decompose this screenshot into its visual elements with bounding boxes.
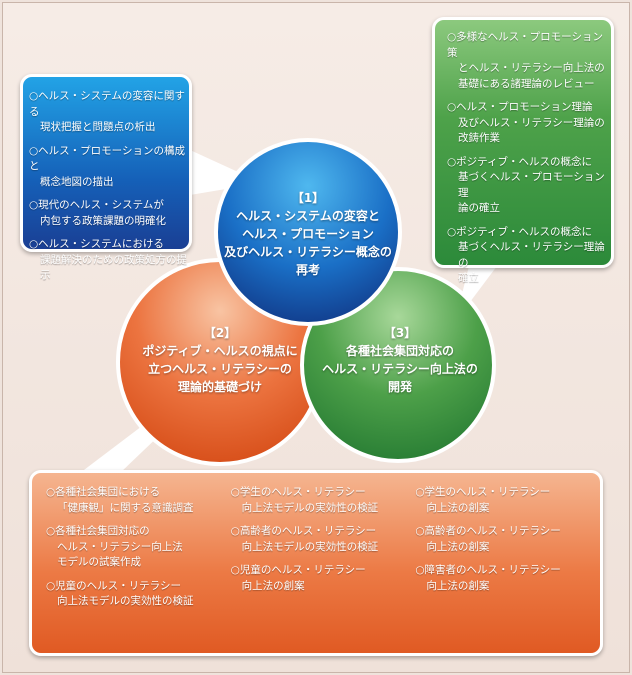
list-item-line: ○学生のヘルス・リテラシー [415, 486, 551, 498]
list-item-line: ○児童のヘルス・リテラシー [230, 564, 366, 576]
list-item-line: ○ヘルス・システムにおける [29, 238, 164, 250]
list-item-line: ○現代のヘルス・システムが [29, 199, 164, 211]
list-item: ○高齢者のヘルス・リテラシー向上法の創案 [415, 524, 600, 555]
list-item-line: 現状把握と問題点の析出 [40, 121, 156, 133]
circle-line: ポジティブ・ヘルスの視点に [142, 344, 298, 358]
circle-line: 各種社会集団対応の [345, 344, 454, 358]
list-item: ○ヘルス・システムにおける課題解決のための政策処方の提示 [29, 237, 189, 284]
circle-number: 【2】 [203, 326, 237, 340]
list-item-line: ○ポジティブ・ヘルスの概念に [447, 225, 593, 238]
list-item-line: 確立 [458, 272, 479, 284]
circle-number: 【1】 [291, 191, 325, 205]
circle-line: ヘルス・プロモーション [242, 227, 374, 241]
list-item-line: ○各種社会集団における [46, 486, 161, 498]
circle-line: ヘルス・リテラシー向上法の [322, 362, 478, 376]
list-item-line: 向上法モデルの実効性の検証 [241, 501, 379, 514]
list-item-line: 向上法モデルの実効性の検証 [57, 595, 194, 607]
list-item: ○多様なヘルス・プロモーション策とヘルス・リテラシー向上法の基礎にある諸理論のレ… [447, 30, 607, 92]
circle-1-label: 【1】 ヘルス・システムの変容と ヘルス・プロモーション 及びヘルス・リテラシー… [218, 189, 398, 279]
orange-column: ○各種社会集団における「健康観」に関する意識調査 ○各種社会集団対応のヘルス・リテ… [46, 485, 231, 653]
list-item-line: ○高齢者のヘルス・リテラシー [415, 525, 561, 537]
list-item-line: とヘルス・リテラシー向上法の [458, 62, 605, 74]
list-item-line: 向上法モデルの実効性の検証 [241, 540, 379, 553]
circle-3 [300, 267, 496, 463]
circle-line: 及びヘルス・リテラシー概念の [224, 245, 392, 259]
blue-callout-box: ○ヘルス・システムの変容に関する現状把握と問題点の析出 ○ヘルス・プロモーションの… [20, 74, 192, 281]
list-item: ○各種社会集団における「健康観」に関する意識調査 [46, 485, 231, 516]
circle-2-label: 【2】 ポジティブ・ヘルスの視点に 立つヘルス・リテラシーの 理論的基礎づけ [120, 324, 320, 396]
list-item: ○学生のヘルス・リテラシー向上法の創案 [415, 485, 600, 516]
orange-callout-tail [80, 420, 165, 473]
list-item: ○ポジティブ・ヘルスの概念に基づくヘルス・リテラシー理論の確立 [447, 225, 607, 287]
list-item: ○児童のヘルス・リテラシー向上法モデルの実効性の検証 [46, 579, 231, 610]
list-item-line: 向上法の創案 [426, 579, 490, 592]
list-item-line: ○ヘルス・プロモーションの構成と [29, 144, 185, 173]
list-item-line: 論の確立 [458, 202, 500, 214]
list-item: ○学生のヘルス・リテラシー向上法モデルの実効性の検証 [231, 485, 416, 516]
list-item-line: 「健康観」に関する意識調査 [57, 501, 194, 514]
list-item-line: 基づくヘルス・リテラシー理論の [458, 241, 605, 269]
list-item: ○ポジティブ・ヘルスの概念に基づくヘルス・プロモーション理論の確立 [447, 155, 607, 217]
list-item-line: ○学生のヘルス・リテラシー [230, 486, 366, 498]
list-item-line: ○障害者のヘルス・リテラシー [415, 564, 561, 576]
circle-3-label: 【3】 各種社会集団対応の ヘルス・リテラシー向上法の 開発 [305, 324, 495, 396]
list-item-line: ○ヘルス・プロモーション理論 [447, 101, 593, 113]
list-item-line: ○高齢者のヘルス・リテラシー [230, 525, 377, 537]
orange-callout-box: ○各種社会集団における「健康観」に関する意識調査 ○各種社会集団対応のヘルス・リテ… [29, 470, 603, 656]
list-item: ○高齢者のヘルス・リテラシー向上法モデルの実効性の検証 [231, 524, 416, 555]
list-item: ○ヘルス・プロモーションの構成と概念地図の描出 [29, 144, 189, 191]
list-item-line: ○各種社会集団対応の [46, 525, 150, 537]
list-item-line: ○多様なヘルス・プロモーション策 [447, 31, 603, 59]
list-item: ○各種社会集団対応のヘルス・リテラシー向上法モデルの試案作成 [46, 524, 231, 571]
orange-column: ○学生のヘルス・リテラシー向上法の創案○高齢者のヘルス・リテラシー向上法の創案○… [415, 485, 600, 653]
list-item-line: ○児童のヘルス・リテラシー [46, 579, 181, 592]
list-item: ○ヘルス・プロモーション理論及びヘルス・リテラシー理論の改鋳作業 [447, 100, 607, 147]
green-callout-box: ○多様なヘルス・プロモーション策とヘルス・リテラシー向上法の基礎にある諸理論のレ… [432, 17, 614, 284]
circle-line: ヘルス・システムの変容と [236, 209, 380, 223]
list-item: ○児童のヘルス・リテラシー向上法の創案 [231, 563, 416, 594]
circle-1 [214, 138, 402, 326]
list-item-line: モデルの試案作成 [57, 556, 141, 568]
list-item-line: 向上法の創案 [426, 540, 490, 553]
list-item-line: 向上法の創案 [426, 501, 490, 514]
list-item-line: 課題解決のための政策処方の提示 [40, 253, 187, 282]
list-item-line: 概念地図の描出 [40, 175, 114, 188]
list-item-line: 及びヘルス・リテラシー理論の [458, 116, 605, 129]
list-item-line: 基づくヘルス・プロモーション理 [458, 171, 605, 199]
circle-line: 再考 [295, 263, 320, 277]
list-item-line: ○ヘルス・システムの変容に関する [29, 90, 185, 118]
list-item: ○ヘルス・システムの変容に関する現状把握と問題点の析出 [29, 89, 189, 136]
list-item: ○現代のヘルス・システムが内包する政策課題の明確化 [29, 198, 189, 229]
list-item-line: ○ポジティブ・ヘルスの概念に [447, 155, 593, 168]
circle-line: 理論的基礎づけ [177, 380, 262, 394]
orange-column: ○学生のヘルス・リテラシー向上法モデルの実効性の検証○高齢者のヘルス・リテラシー… [231, 485, 416, 653]
circle-line: 立つヘルス・リテラシーの [148, 362, 292, 376]
list-item-line: 改鋳作業 [458, 132, 500, 144]
list-item-line: 内包する政策課題の明確化 [40, 214, 166, 227]
circle-line: 開発 [387, 380, 412, 394]
list-item: ○障害者のヘルス・リテラシー向上法の創案 [415, 563, 600, 594]
list-item-line: 基礎にある諸理論のレビュー [458, 77, 595, 90]
list-item-line: 向上法の創案 [241, 579, 305, 592]
list-item-line: ヘルス・リテラシー向上法 [57, 540, 183, 553]
circle-number: 【3】 [383, 326, 417, 340]
